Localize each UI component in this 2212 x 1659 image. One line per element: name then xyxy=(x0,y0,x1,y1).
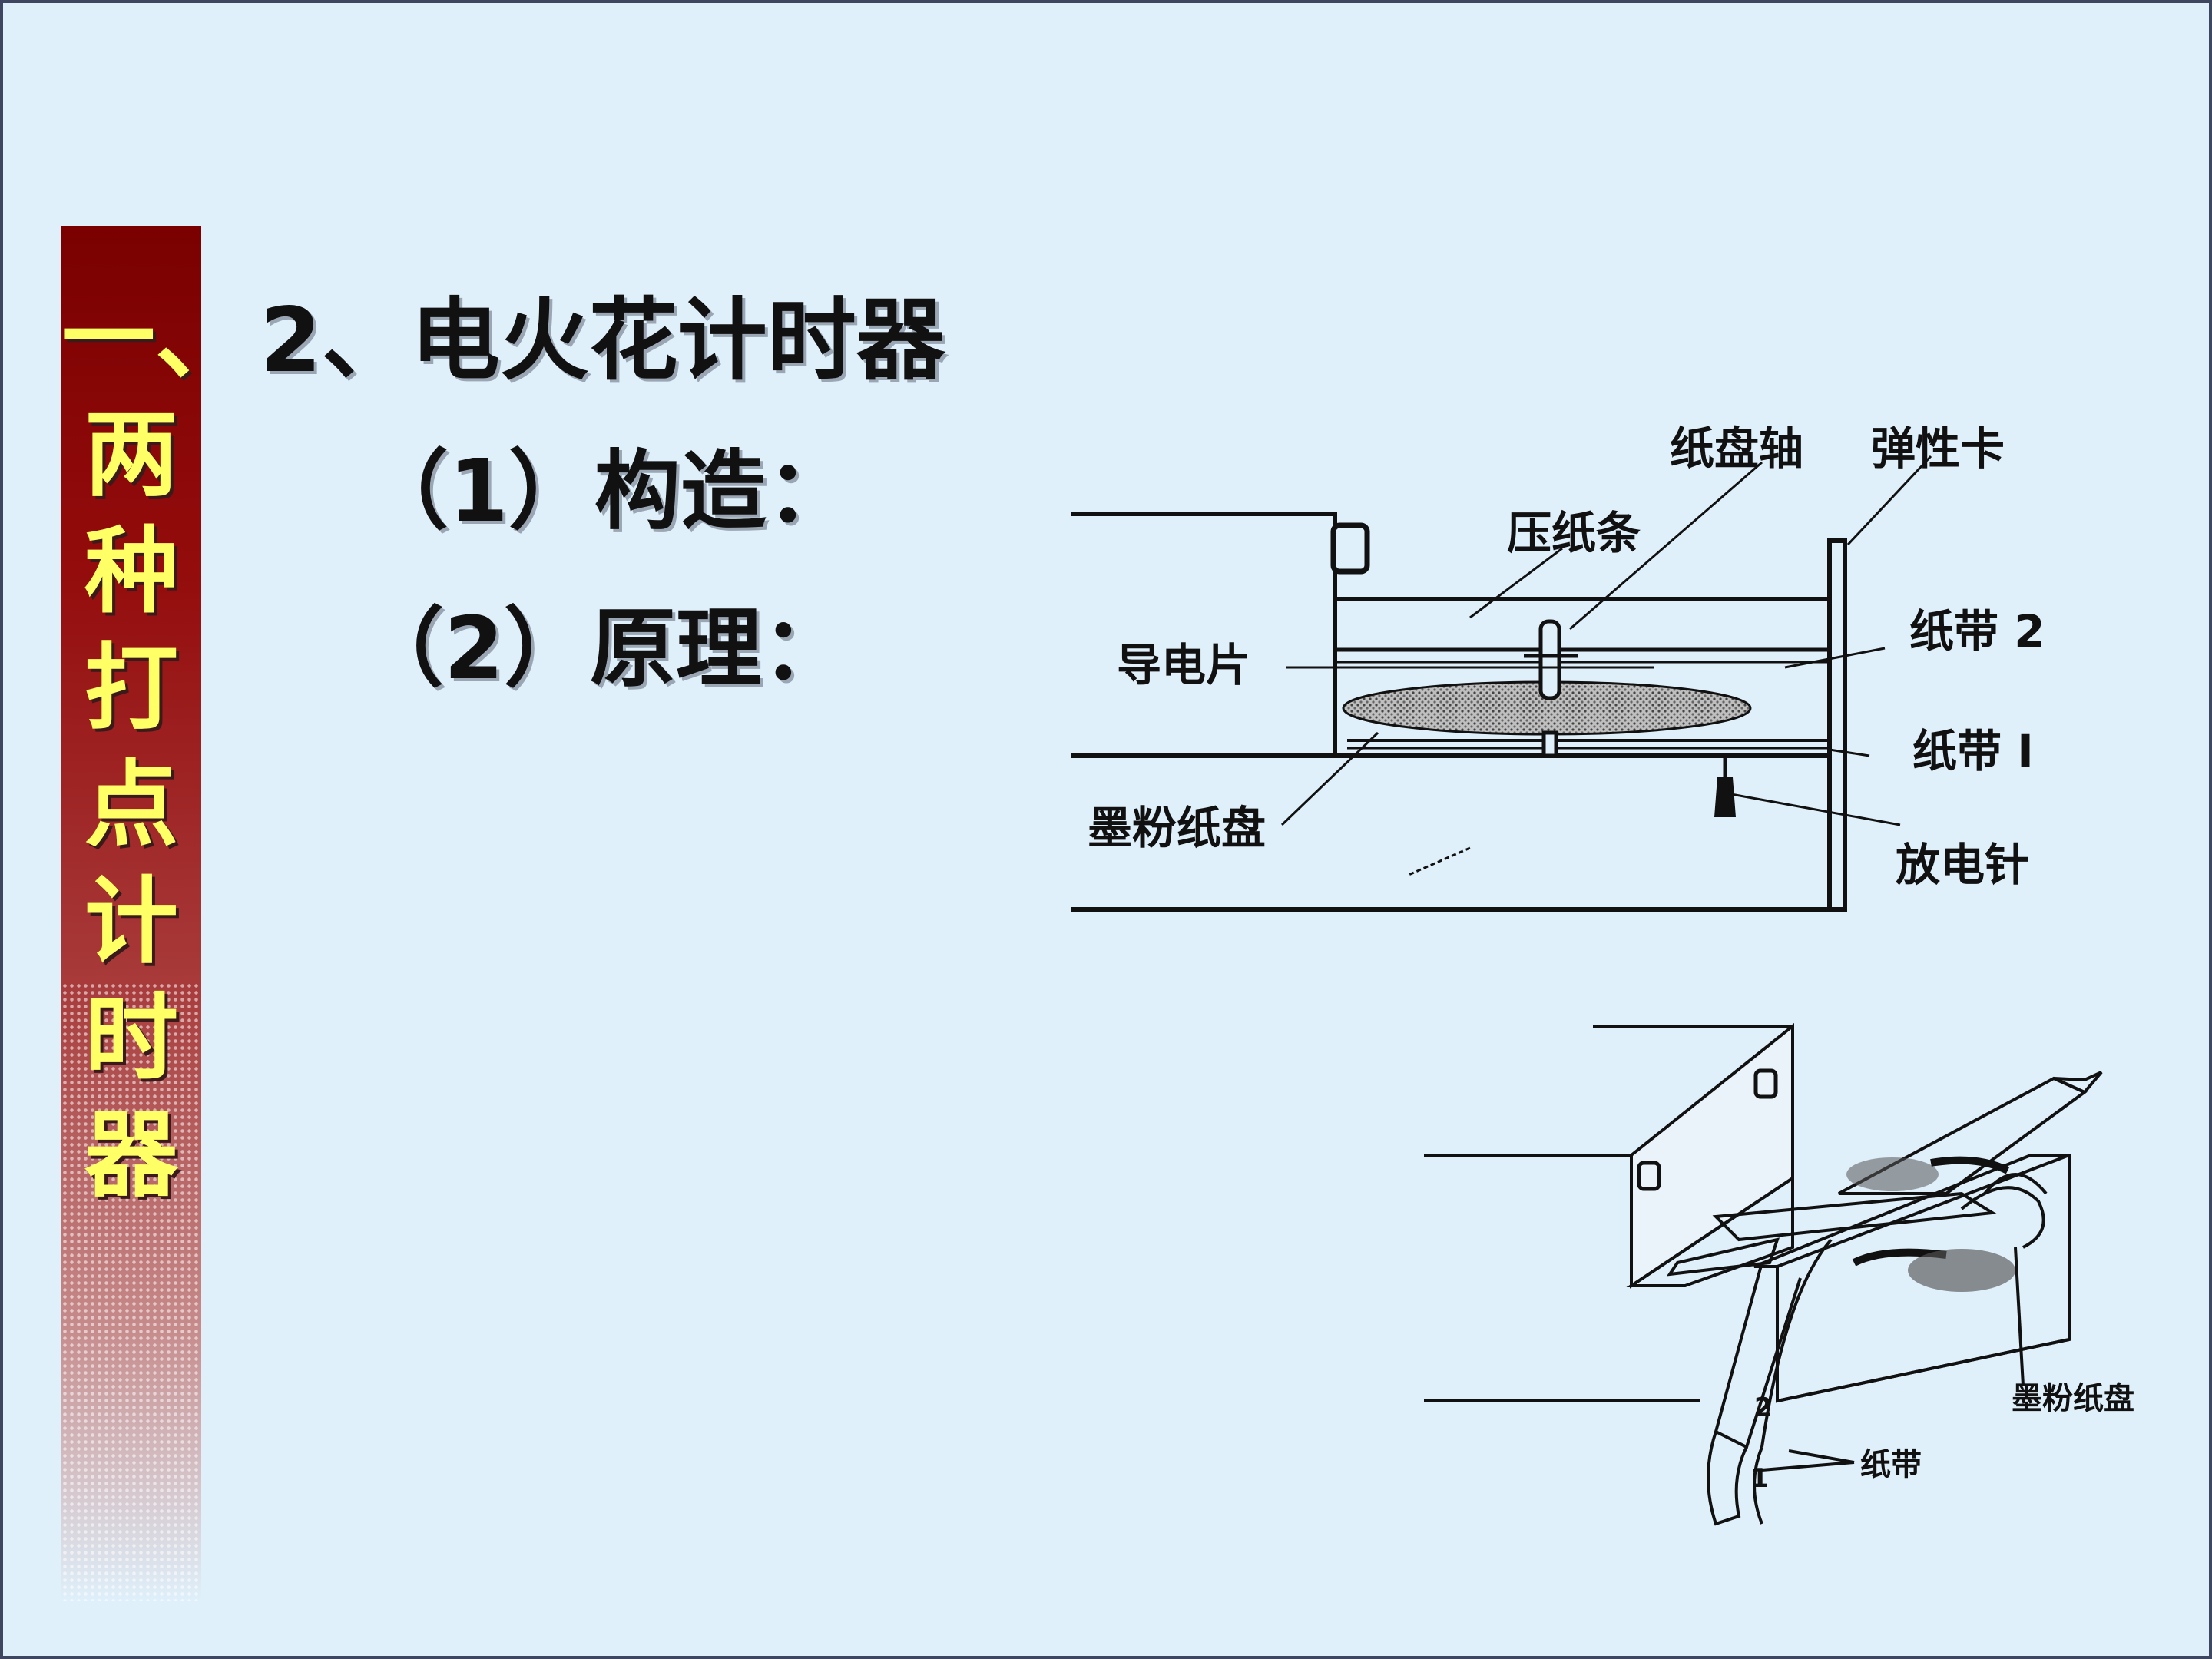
label-tape-1: 纸带 I xyxy=(1912,725,2034,777)
label-num-2: 2 xyxy=(1754,1392,1773,1423)
side-banner: 一、两种打点计时器 xyxy=(61,226,249,1601)
label-conductive-sheet: 导电片 xyxy=(1117,639,1250,691)
timer-perspective-diagram: 墨粉纸盘 纸带 2 1 xyxy=(1424,1022,2134,1526)
label-tape-2: 纸带 2 xyxy=(1909,605,2045,657)
main-heading: 2、电火花计时器 xyxy=(260,289,945,392)
disk-axle xyxy=(1524,619,1578,758)
label-discharge-needle: 放电针 xyxy=(1896,839,2029,891)
perspective-ink-disk xyxy=(1908,1249,2015,1292)
item-principle: （2）原理： xyxy=(358,599,848,699)
label-paper-disk-axis: 纸盘轴 xyxy=(1670,422,1803,475)
timer-housing xyxy=(1071,512,1847,912)
label-ink-disk: 墨粉纸盘 xyxy=(1088,802,1266,854)
label-ink-disk-3d: 墨粉纸盘 xyxy=(2012,1381,2134,1416)
discharge-needle xyxy=(1714,756,1736,817)
timer-cross-section-diagram: 纸盘轴 弹性卡 压纸条 导电片 纸带 2 纸带 I 墨粉纸盘 放电针 xyxy=(1071,422,2045,912)
label-num-1: 1 xyxy=(1750,1463,1769,1494)
mechanism-outline xyxy=(1424,1022,2103,1526)
item-structure: （1）构造： xyxy=(363,442,853,541)
leader-lines xyxy=(1280,455,1932,876)
side-banner-title: 一、两种打点计时器 xyxy=(61,283,249,1210)
perspective-disk-top xyxy=(1846,1157,1939,1191)
label-pressing-strip: 压纸条 xyxy=(1507,507,1641,559)
label-elastic-clip: 弹性卡 xyxy=(1871,422,2005,475)
label-tape-3d: 纸带 xyxy=(1860,1447,1922,1482)
